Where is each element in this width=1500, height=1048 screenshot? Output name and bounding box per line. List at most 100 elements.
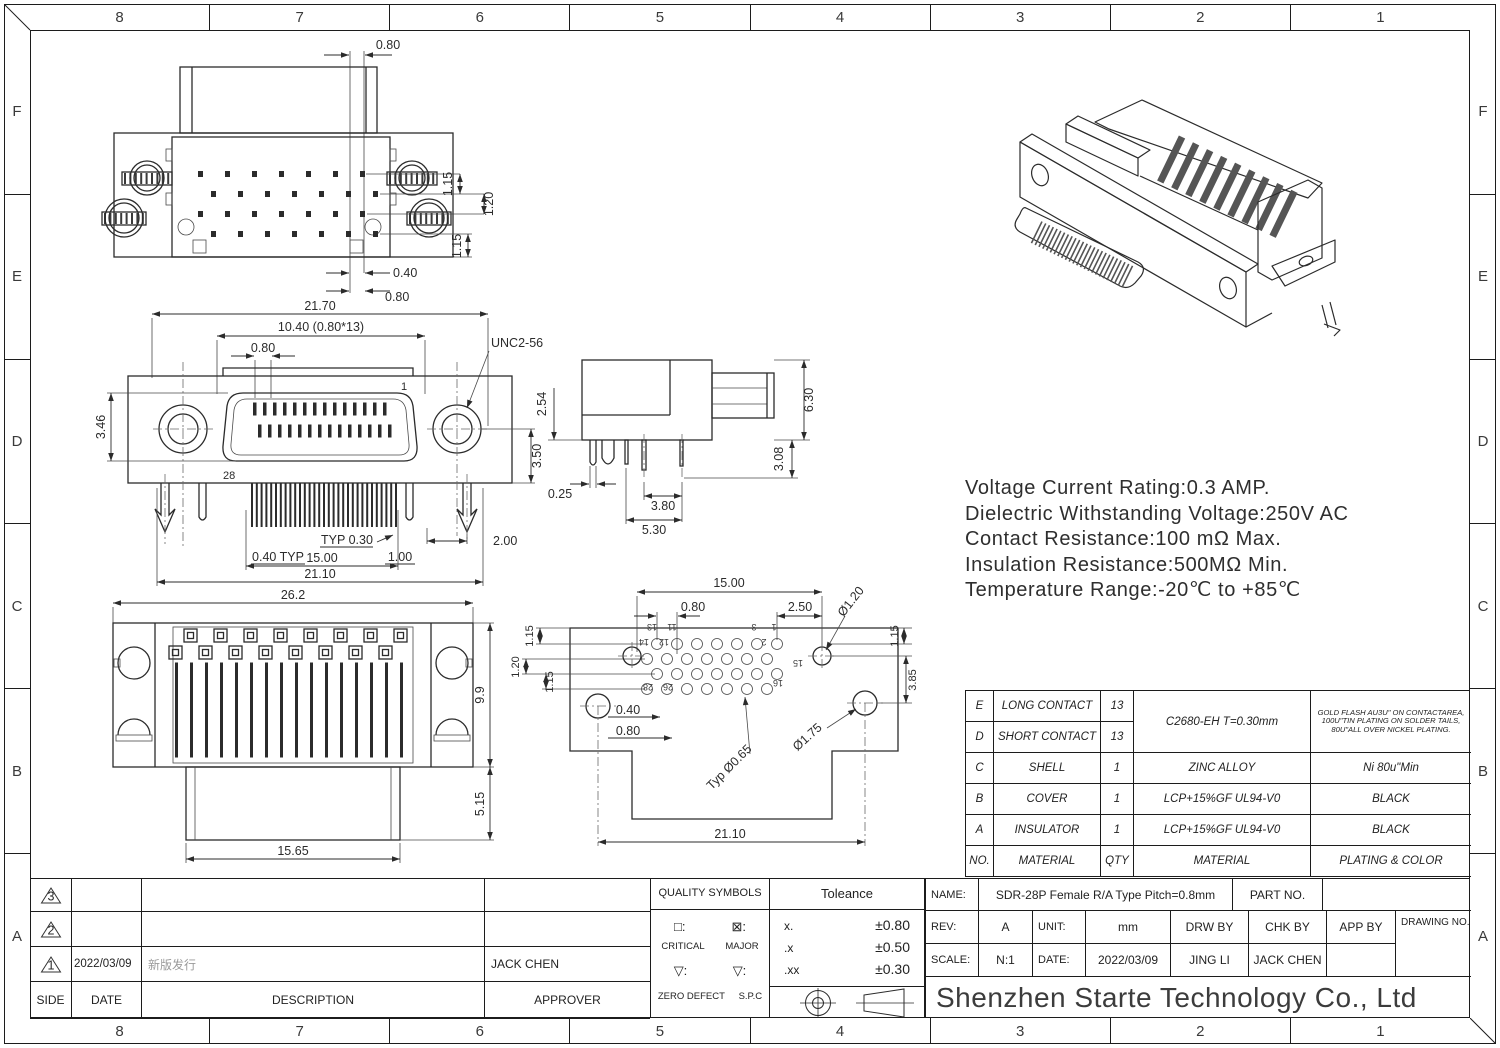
tol-key-3: .xx [784, 963, 800, 977]
svg-text:2: 2 [47, 923, 54, 937]
dim-top-pitch: 0.80 [376, 38, 400, 52]
company-name: Shenzhen Starte Technology Co., Ltd [936, 982, 1417, 1013]
zone-label: 1 [1376, 8, 1385, 26]
zone-label: 7 [210, 1018, 391, 1044]
bom-part: COVER [994, 784, 1101, 815]
bom-no: B [966, 784, 994, 815]
rev-header-description: DESCRIPTION [142, 982, 485, 1019]
app-by-label: APP BY [1327, 911, 1396, 944]
bom-qty: 13 [1101, 722, 1134, 753]
zone-strip-left: F E D C B A [4, 30, 30, 1018]
dim-row-gap-2: 1.15 [544, 671, 556, 692]
spec-line: Insulation Resistance:500MΩ Min. [965, 553, 1289, 576]
dim-leg-span: 21.10 [304, 567, 335, 581]
zone-label: 3 [931, 1018, 1111, 1044]
bom-no: C [966, 753, 994, 784]
rev-marker-cell: 2 [30, 912, 72, 947]
part-no-value [1323, 879, 1471, 911]
dim-screw-height: 3.50 [530, 444, 544, 468]
dim-mount-dia: Ø1.75 [790, 720, 825, 753]
zero-defect-symbol: ▽: [673, 963, 688, 978]
dim-pin-width: 0.25 [548, 487, 572, 501]
rev-description: 新版发行 [142, 947, 485, 982]
bom-plating: Ni 80u"Min [1311, 753, 1471, 784]
dim-pin-gap-1: 3.80 [651, 499, 675, 513]
dim-pin-span: 10.40 (0.80*13) [278, 320, 364, 334]
zone-label: 6 [390, 4, 571, 30]
zone-label: D [1470, 360, 1496, 525]
tol-key-2: .x [784, 941, 794, 955]
bom-header-plating: PLATING & COLOR [1311, 846, 1471, 877]
rev-approver: JACK CHEN [485, 947, 650, 982]
bom-material: LCP+15%GF UL94-V0 [1134, 815, 1311, 846]
tolerance-box: Toleance x. ±0.80 .x ±0.50 .xx ±0.30 [770, 878, 925, 1018]
bom-qty: 1 [1101, 784, 1134, 815]
inner-frame [30, 30, 1470, 1018]
pin-label: 26 [663, 682, 673, 692]
zone-label: 2 [1111, 1018, 1291, 1044]
zone-label: E [1470, 195, 1496, 360]
zone-label: 2 [1111, 4, 1291, 30]
rev-value: A [979, 911, 1033, 944]
spc-label: S.P.C [738, 991, 763, 1002]
bom-no: A [966, 815, 994, 846]
spec-line: Voltage Current Rating:0.3 AMP. [965, 477, 1271, 499]
part-name: SDR-28P Female R/A Type Pitch=0.8mm [979, 879, 1233, 911]
view-rear: 26.2 9.9 5.15 15.65 [112, 588, 494, 863]
quality-symbols-box: QUALITY SYMBOLS □: ⊠: CRITICAL MAJOR ▽: … [650, 878, 770, 1018]
view-side: 2.54 6.30 3.08 0.25 3.80 5.30 [535, 359, 816, 537]
quality-title-row: QUALITY SYMBOLS [651, 887, 769, 899]
pin-label: 28 [643, 682, 653, 692]
bom-part: SHELL [994, 753, 1101, 784]
part-no-label: PART NO. [1233, 879, 1323, 911]
dim-rear-width: 26.2 [281, 588, 305, 602]
dim-opening-height: 3.46 [94, 415, 108, 439]
app-by-value [1327, 944, 1396, 977]
spec-line: Contact Resistance:100 mΩ Max. [965, 528, 1282, 551]
svg-text:3: 3 [47, 889, 54, 903]
major-symbol: ⊠: [731, 919, 746, 934]
bom-qty: 13 [1101, 691, 1134, 722]
drw-by-value: JING LI [1171, 944, 1249, 977]
dim-leg-offset: 2.00 [493, 534, 517, 548]
pin-label: 16 [773, 678, 783, 688]
major-label: MAJOR [725, 941, 759, 952]
dim-hole-span: 15.00 [713, 576, 744, 590]
dim-pad-pitch: 0.80 [385, 290, 409, 304]
zone-label: 8 [30, 1018, 211, 1044]
revision-triangle: 3 [40, 886, 61, 903]
pin-label: 2 [761, 637, 766, 647]
zone-label: 8 [30, 4, 211, 30]
zone-strip-right: F E D C B A [1470, 30, 1496, 1018]
bom-header-no: NO. [966, 846, 994, 877]
svg-text:1: 1 [47, 958, 54, 972]
dim-pin-gap-2: 5.30 [642, 523, 666, 537]
zone-label: 5 [570, 4, 751, 30]
view-top: 0.80 1.15 [101, 38, 496, 304]
bom-header-qty: QTY [1101, 846, 1134, 877]
zone-label: 4 [751, 1018, 931, 1044]
dim-rear-height: 9.9 [473, 686, 487, 703]
rev-marker-cell: 3 [30, 879, 72, 912]
drawing-no-label: DRAWING NO. [1396, 911, 1471, 977]
bom-header-name: MATERIAL [994, 846, 1101, 877]
name-label: NAME: [926, 879, 979, 911]
bom-part: INSULATOR [994, 815, 1101, 846]
rev-label: REV: [926, 911, 979, 944]
dim-pin-length: 3.08 [772, 447, 786, 471]
spc-symbol: ▽: [732, 963, 747, 978]
dim-col-offset: 0.40 [616, 703, 640, 717]
dim-locating-offset: 2.50 [788, 600, 812, 614]
rev-appr-cell [485, 912, 650, 947]
tol-val-1: ±0.80 [875, 917, 910, 933]
dim-row-spacing-2: 1.20 [482, 192, 496, 216]
bom-plating: BLACK [1311, 784, 1471, 815]
dim-hole-dia: Typ Ø0.65 [704, 742, 755, 793]
thread-callout: UNC2-56 [491, 336, 543, 350]
zone-label: E [4, 195, 30, 360]
pin-label: 15 [793, 658, 803, 668]
zone-label: 5 [570, 1018, 751, 1044]
unit-label: UNIT: [1033, 911, 1086, 944]
dim-row-gap-1: 1.20 [510, 656, 522, 677]
